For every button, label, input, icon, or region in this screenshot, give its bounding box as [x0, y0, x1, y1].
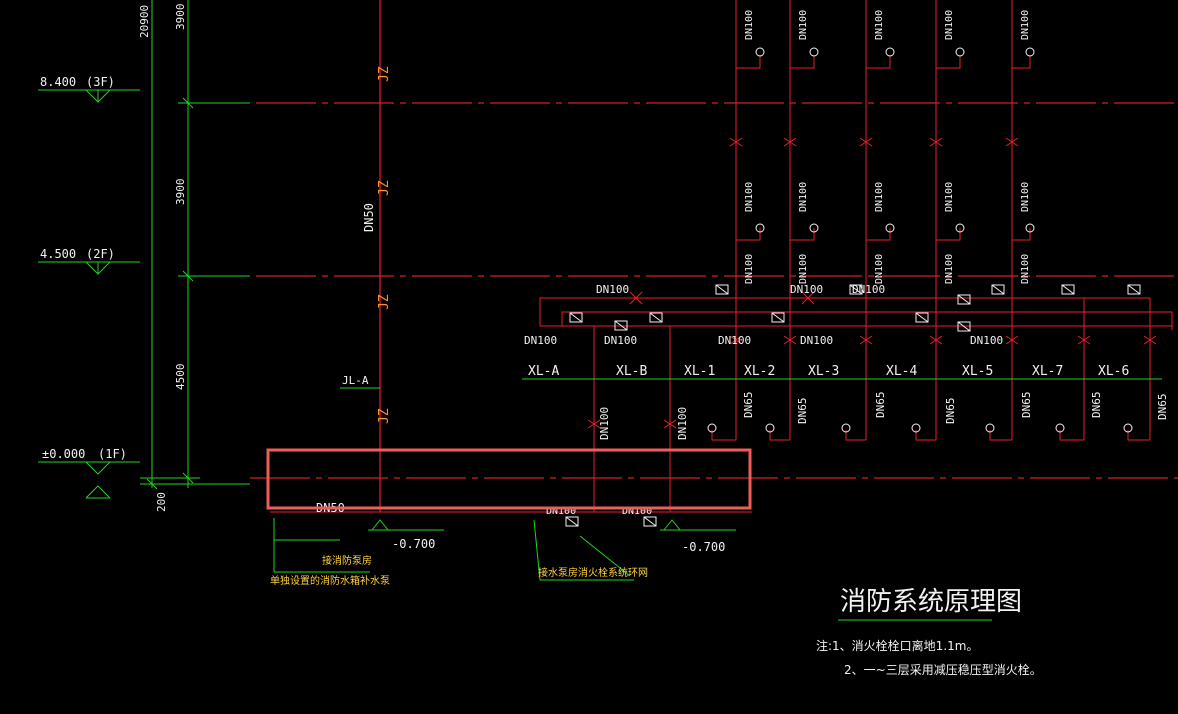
note-line1: 注:1、消火栓栓口离地1.1m。 — [816, 638, 978, 653]
riser-label-xl5: XL-5 — [962, 364, 993, 379]
ring-size-label: DN100 — [524, 334, 557, 347]
dimension-texts: 20900 3900 3900 4500 200 — [138, 4, 187, 513]
ring-size-label: DN100 — [596, 283, 629, 296]
size-label: DN100 — [1020, 10, 1031, 40]
size-label: DN100 — [798, 10, 809, 40]
note-left-line2: 单独设置的消防水箱补水泵 — [270, 574, 390, 587]
level-labels: 8.400 (3F) 4.500 (2F) ±0.000 (1F) — [40, 75, 127, 461]
note-right: 接水泵房消火栓系统环网 — [538, 566, 648, 579]
riser-tag-jz-1: JZ — [377, 66, 392, 82]
hydrant-size-label: DN65 — [1156, 394, 1169, 421]
dim-seg3: 4500 — [174, 364, 187, 391]
riser-tag-jz-4: JZ — [377, 408, 392, 424]
title-block: 消防系统原理图 注:1、消火栓栓口离地1.1m。 2、一~三层采用减压稳压型消火… — [816, 587, 1042, 677]
hydrant-size-label: DN65 — [1090, 392, 1103, 419]
basement-elev-left: -0.700 — [392, 537, 435, 551]
dim-total: 20900 — [138, 5, 151, 38]
ring-size-label: DN100 — [790, 283, 823, 296]
size-label: DN100 — [944, 254, 955, 284]
size-label: DN100 — [798, 254, 809, 284]
level-floor-3f: (3F) — [86, 75, 115, 89]
riser-tag-jz-2: JZ — [377, 180, 392, 196]
hydrant-size-label: DN65 — [796, 398, 809, 425]
riser-branch-label: JL-A — [342, 374, 369, 387]
ring-size-label: DN100 — [604, 334, 637, 347]
riser-size: DN50 — [362, 203, 376, 232]
dim-base: 200 — [155, 492, 168, 512]
level-lines — [178, 102, 1178, 479]
basement-inlets: DN50 DN100 DN100 -0.700 -0.700 接消防泵房 单独设… — [270, 501, 752, 587]
inlet-size-label-mid: DN100 — [546, 506, 576, 517]
riser-label-xl4: XL-4 — [886, 364, 917, 379]
basement-elev-right: -0.700 — [682, 540, 725, 554]
ring-mains — [539, 291, 1173, 512]
inlet-size-label-right: DN100 — [622, 506, 652, 517]
hydrant-size-labels: DN65 DN65 DN65 DN65 DN65 DN65 DN65 DN100… — [598, 392, 1169, 441]
riser-label-xl2: XL-2 — [744, 364, 775, 379]
riser-label-xl3: XL-3 — [808, 364, 839, 379]
gate-valves — [569, 284, 1141, 332]
ring-size-label: DN100 — [718, 334, 751, 347]
riser-label-xlb: XL-B — [616, 364, 647, 379]
hydrant-size-label: DN65 — [742, 392, 755, 419]
level-elev-3f: 8.400 — [40, 75, 76, 89]
size-label: DN100 — [744, 182, 755, 212]
drawing-title: 消防系统原理图 — [840, 587, 1022, 617]
size-label: DN100 — [874, 182, 885, 212]
size-label: DN100 — [798, 182, 809, 212]
riser-cluster — [729, 0, 1031, 440]
level-floor-1f: (1F) — [98, 447, 127, 461]
ring-size-label: DN100 — [800, 334, 833, 347]
hydrant-size-label: DN65 — [944, 398, 957, 425]
main-riser: JZ JZ JZ JZ DN50 JL-A — [340, 0, 392, 512]
dim-seg1: 3900 — [174, 4, 187, 31]
size-label: DN100 — [944, 182, 955, 212]
hydrant-size-label: DN65 — [874, 392, 887, 419]
level-elev-1f: ±0.000 — [42, 447, 85, 461]
level-elev-2f: 4.500 — [40, 247, 76, 261]
size-label: DN100 — [944, 10, 955, 40]
level-floor-2f: (2F) — [86, 247, 115, 261]
riser-size-label: DN100 — [598, 407, 611, 440]
note-left-line1: 接消防泵房 — [322, 554, 372, 567]
riser-label-xl6: XL-6 — [1098, 364, 1129, 379]
selection-highlight[interactable] — [266, 448, 752, 510]
dim-seg2: 3900 — [174, 179, 187, 206]
note-line2: 2、一~三层采用减压稳压型消火栓。 — [844, 662, 1042, 677]
riser-label-xl7: XL-7 — [1032, 364, 1063, 379]
hydrant-branches-1f — [711, 430, 1150, 441]
ring-size-labels: DN100 DN100 DN100 DN100 DN100 DN100 DN10… — [524, 283, 1003, 347]
size-label: DN100 — [874, 254, 885, 284]
dimension-chain — [140, 0, 250, 490]
size-label: DN100 — [1020, 182, 1031, 212]
level-markers — [38, 89, 140, 499]
hydrant-icons — [755, 47, 1035, 233]
cluster-size-labels: DN100 DN100 DN100 DN100 DN100 DN100 DN10… — [744, 10, 1031, 284]
ring-size-label: DN100 — [852, 283, 885, 296]
size-label: DN100 — [874, 10, 885, 40]
size-label: DN100 — [1020, 254, 1031, 284]
riser-label-xl1: XL-1 — [684, 364, 715, 379]
hydrant-size-label: DN65 — [1020, 392, 1033, 419]
riser-label-xla: XL-A — [528, 364, 559, 379]
size-label: DN100 — [744, 10, 755, 40]
riser-size-label: DN100 — [676, 407, 689, 440]
riser-labels: XL-A XL-B XL-1 XL-2 XL-3 XL-4 XL-5 XL-7 … — [522, 364, 1162, 380]
hydrant-icons-1f — [707, 423, 1133, 433]
ring-size-label: DN100 — [970, 334, 1003, 347]
size-label: DN100 — [744, 254, 755, 284]
riser-tag-jz-3: JZ — [377, 294, 392, 310]
